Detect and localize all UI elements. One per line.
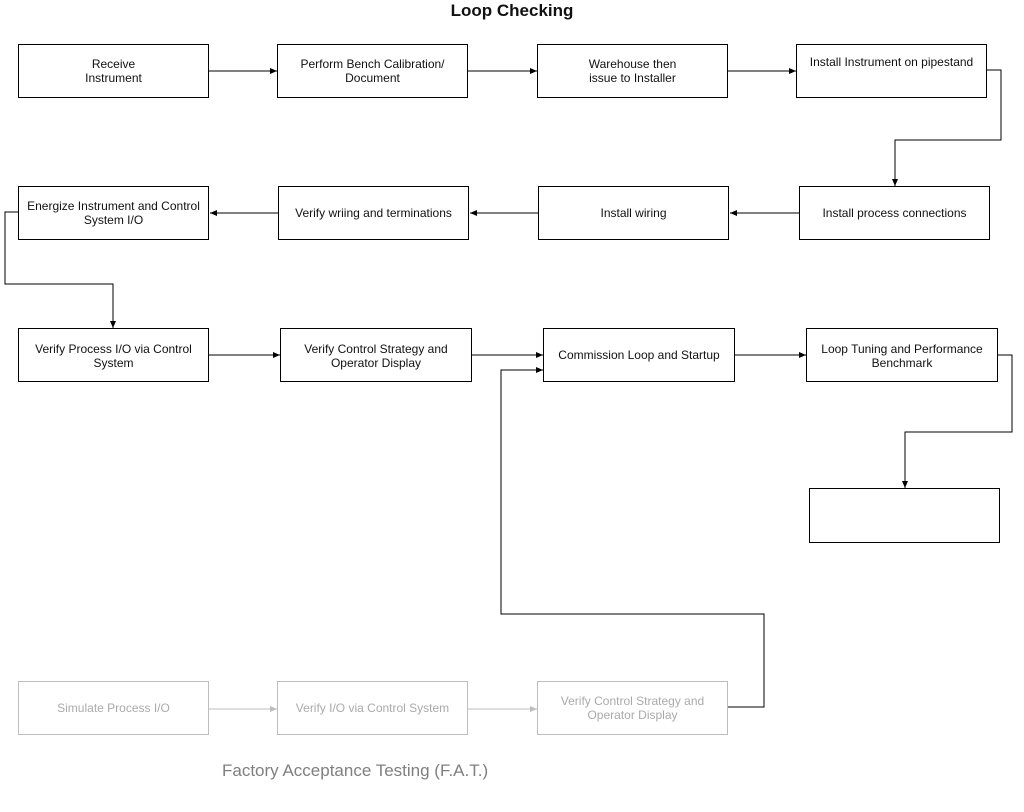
- node-commission-loop: Commission Loop and Startup: [543, 328, 735, 382]
- node-bench-calibration: Perform Bench Calibration/ Document: [277, 44, 468, 98]
- node-warehouse: Warehouse then issue to Installer: [537, 44, 728, 98]
- node-energize-instrument: Energize Instrument and Control System I…: [18, 186, 209, 240]
- fat-caption: Factory Acceptance Testing (F.A.T.): [222, 761, 489, 780]
- node-verify-control-strategy: Verify Control Strategy and Operator Dis…: [280, 328, 472, 382]
- node-simulate-process-io: Simulate Process I/O: [18, 681, 209, 735]
- node-fat-verify-control-strategy: Verify Control Strategy and Operator Dis…: [537, 681, 728, 735]
- node-verify-wiring: Verify wriing and terminations: [278, 186, 469, 240]
- node-verify-process-io: Verify Process I/O via Control System: [18, 328, 209, 382]
- node-install-process-connections: Install process connections: [799, 186, 990, 240]
- arrow-tuning-to-empty: [902, 354, 1013, 488]
- arrow-install-to-connections: [892, 69, 1002, 186]
- node-receive-instrument: Receive Instrument: [18, 44, 209, 98]
- node-empty: [809, 488, 1000, 543]
- node-install-wiring: Install wiring: [538, 186, 729, 240]
- arrow-fat-to-commission: [500, 367, 765, 708]
- diagram-title: Loop Checking: [450, 1, 574, 20]
- node-loop-tuning: Loop Tuning and Performance Benchmark: [806, 328, 998, 382]
- node-install-instrument: Install Instrument on pipestand: [796, 44, 987, 98]
- node-verify-io-control-system: Verify I/O via Control System: [277, 681, 468, 735]
- arrow-energize-to-process-io: [4, 211, 116, 328]
